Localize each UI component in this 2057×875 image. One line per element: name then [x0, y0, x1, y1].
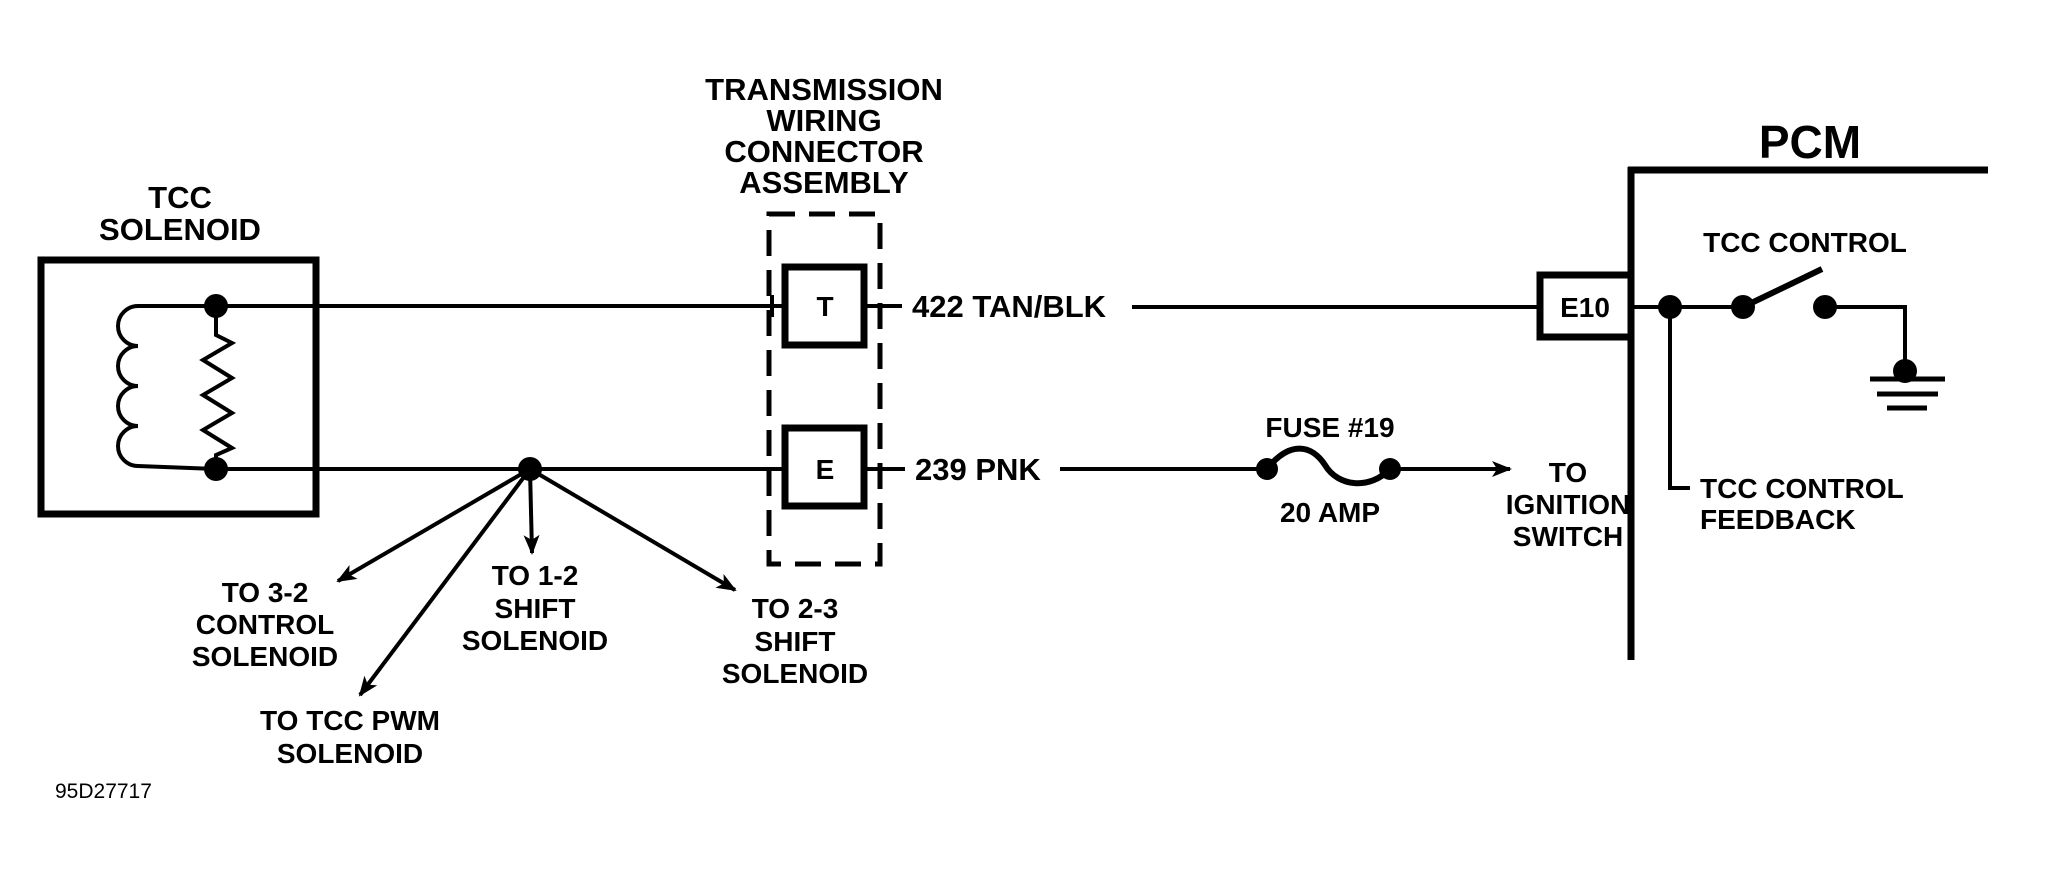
fuse-19: FUSE #19 20 AMP [1256, 412, 1401, 528]
switch-to-ground-wire [1825, 305, 1907, 370]
pcm-feedback-label: TCC CONTROL FEEDBACK [1700, 473, 1904, 535]
tcc-solenoid: TCC SOLENOID [37, 180, 320, 518]
connector-title-1: TRANSMISSION [705, 72, 943, 107]
resistor-icon [199, 306, 237, 469]
connector-title-4: ASSEMBLY [739, 165, 909, 200]
tcc-solenoid-title-1: TCC [148, 180, 212, 215]
fuse-name: FUSE #19 [1265, 412, 1394, 443]
fuse-icon [1264, 445, 1393, 487]
svg-text:TO TCC PWM: TO TCC PWM [260, 705, 440, 736]
tcc-control-label: TCC CONTROL [1703, 227, 1907, 258]
switch-icon [1731, 266, 1837, 319]
connector-pin-e-label: E [816, 454, 835, 485]
connector-pin-t [781, 263, 868, 349]
connector-assembly: TRANSMISSION WIRING CONNECTOR ASSEMBLY T… [705, 72, 943, 567]
branch-label-2-3: TO 2-3 SHIFT SOLENOID [722, 593, 868, 689]
fuse-terminal-left [1256, 458, 1278, 480]
svg-text:CONTROL: CONTROL [196, 609, 334, 640]
wire-label-239: 239 PNK [915, 452, 1041, 487]
branch-arrow-2-3 [528, 467, 737, 592]
svg-text:TO 1-2: TO 1-2 [492, 560, 579, 591]
pcm-terminal-e10 [1536, 271, 1635, 341]
svg-text:SOLENOID: SOLENOID [722, 658, 868, 689]
connector-title-2: WIRING [766, 103, 881, 138]
svg-text:TO 2-3: TO 2-3 [752, 593, 839, 624]
branch-label-1-2: TO 1-2 SHIFT SOLENOID [462, 560, 608, 656]
branch-arrow-pwm [358, 467, 532, 697]
branch-label-pwm: TO TCC PWM SOLENOID [260, 705, 440, 769]
tcc-solenoid-housing [37, 256, 320, 518]
wire-label-422: 422 TAN/BLK [912, 289, 1107, 324]
svg-text:TO 3-2: TO 3-2 [222, 577, 309, 608]
connector-pin-t-label: T [816, 291, 833, 322]
pcm-terminal-e10-label: E10 [1560, 292, 1610, 323]
tcc-solenoid-title-2: SOLENOID [99, 212, 261, 247]
figure-id: 95D27717 [55, 780, 152, 803]
svg-text:TCC CONTROL: TCC CONTROL [1700, 473, 1904, 504]
ground-icon [1870, 359, 1945, 411]
ignition-label: TO IGNITION SWITCH [1506, 457, 1630, 552]
svg-text:SHIFT: SHIFT [495, 593, 576, 624]
fuse-rating: 20 AMP [1280, 497, 1380, 528]
coil-icon [116, 304, 217, 471]
svg-text:FEEDBACK: FEEDBACK [1700, 504, 1856, 535]
branch-label-3-2: TO 3-2 CONTROL SOLENOID [192, 577, 338, 672]
svg-text:SOLENOID: SOLENOID [192, 641, 338, 672]
pcm: PCM E10 TCC CONTROL FEEDBACK TCC CONTROL [1536, 116, 1988, 660]
svg-text:IGNITION: IGNITION [1506, 489, 1630, 520]
svg-text:SWITCH: SWITCH [1513, 521, 1623, 552]
svg-text:SOLENOID: SOLENOID [462, 625, 608, 656]
connector-title-3: CONNECTOR [724, 134, 923, 169]
svg-text:SHIFT: SHIFT [755, 626, 836, 657]
branch-arrow-3-2 [336, 467, 532, 583]
pcm-title: PCM [1759, 116, 1861, 168]
svg-text:TO: TO [1549, 457, 1587, 488]
svg-text:SOLENOID: SOLENOID [277, 738, 423, 769]
branch-arrow-1-2 [523, 468, 540, 555]
connector-dashed-outline [766, 211, 883, 567]
